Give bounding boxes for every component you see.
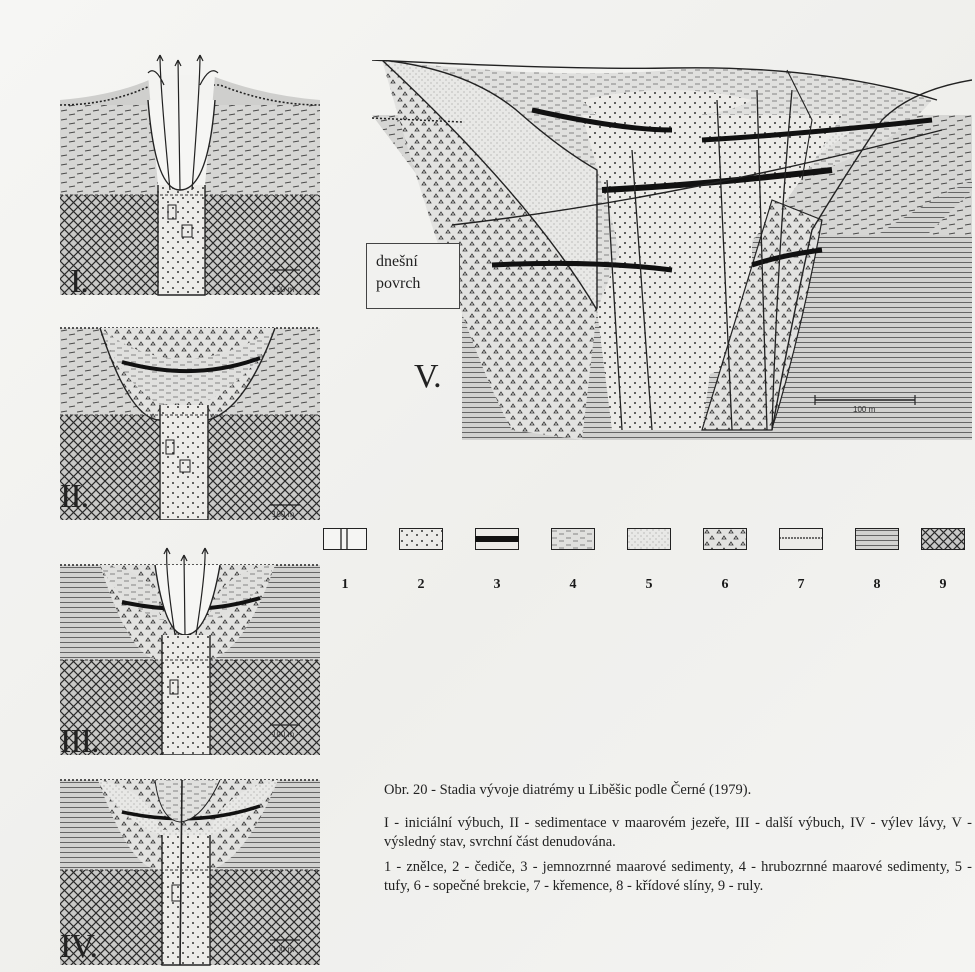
legend-item-gneiss: 9 [916, 528, 970, 593]
legend-number-4: 4 [546, 577, 600, 593]
legend-item-basalt: 2 [394, 528, 448, 593]
legend-swatch-basalt [399, 528, 443, 550]
legend-item-dike: 1 [318, 528, 372, 593]
legend: 1 2 3 4 5 [318, 528, 973, 598]
legend-number-2: 2 [394, 577, 448, 593]
legend-item-marl: 8 [850, 528, 904, 593]
stage-2-cross-section [60, 310, 320, 520]
legend-swatch-gneiss [921, 528, 965, 550]
caption-stages: I - iniciální výbuch, II - sedimentace v… [384, 814, 972, 852]
present-surface-line-1: dnešní [376, 251, 459, 273]
legend-number-9: 9 [916, 577, 970, 593]
legend-item-coarse-sediments: 4 [546, 528, 600, 593]
present-surface-label: dnešní povrch [366, 243, 460, 309]
figure-caption: Obr. 20 - Stadia vývoje diatrémy u Liběš… [384, 781, 972, 896]
panel-1-scale-label: 100 m [272, 285, 294, 294]
legend-number-8: 8 [850, 577, 904, 593]
legend-item-tuffs: 5 [622, 528, 676, 593]
legend-number-1: 1 [318, 577, 372, 593]
legend-number-6: 6 [698, 577, 752, 593]
panel-label-3: III. [60, 723, 98, 761]
panel-stage-3: III. 100 m [60, 540, 320, 755]
present-surface-line-2: povrch [376, 273, 459, 295]
legend-swatch-marl [855, 528, 899, 550]
panel-5-scale-label: 100 m [853, 405, 875, 414]
legend-item-quartzite: 7 [774, 528, 828, 593]
caption-title: Obr. 20 - Stadia vývoje diatrémy u Liběš… [384, 781, 972, 800]
stage-5-cross-section [372, 60, 972, 440]
panel-stage-1: I. 100 m [60, 45, 320, 305]
panel-4-scale-label: 100 m [272, 945, 294, 954]
legend-swatch-coarse-sediments [551, 528, 595, 550]
legend-swatch-quartzite [779, 528, 823, 550]
legend-swatch-dike [323, 528, 367, 550]
legend-swatch-fine-sediments [475, 528, 519, 550]
panel-3-scale-label: 100 m [272, 730, 294, 739]
legend-number-7: 7 [774, 577, 828, 593]
caption-materials: 1 - znělce, 2 - čediče, 3 - jemnozrnné m… [384, 858, 972, 896]
legend-swatch-tuffs [627, 528, 671, 550]
stage-3-cross-section [60, 540, 320, 755]
legend-number-3: 3 [470, 577, 524, 593]
panel-label-2: II. [60, 478, 88, 516]
panel-stage-5: V. 100 m [372, 60, 972, 440]
legend-item-breccia: 6 [698, 528, 752, 593]
legend-number-5: 5 [622, 577, 676, 593]
stage-4-cross-section [60, 760, 320, 970]
legend-item-fine-sediments: 3 [470, 528, 524, 593]
legend-swatch-breccia [703, 528, 747, 550]
panel-2-scale-label: 100 m [272, 510, 294, 519]
stage-1-cross-section [60, 45, 320, 305]
panel-label-5: V. [414, 358, 441, 396]
panel-stage-2: II. 100 m [60, 310, 320, 520]
panel-label-1: I. [70, 263, 88, 301]
panel-stage-4: IV. 100 m [60, 760, 320, 970]
panel-label-4: IV. [60, 928, 97, 966]
